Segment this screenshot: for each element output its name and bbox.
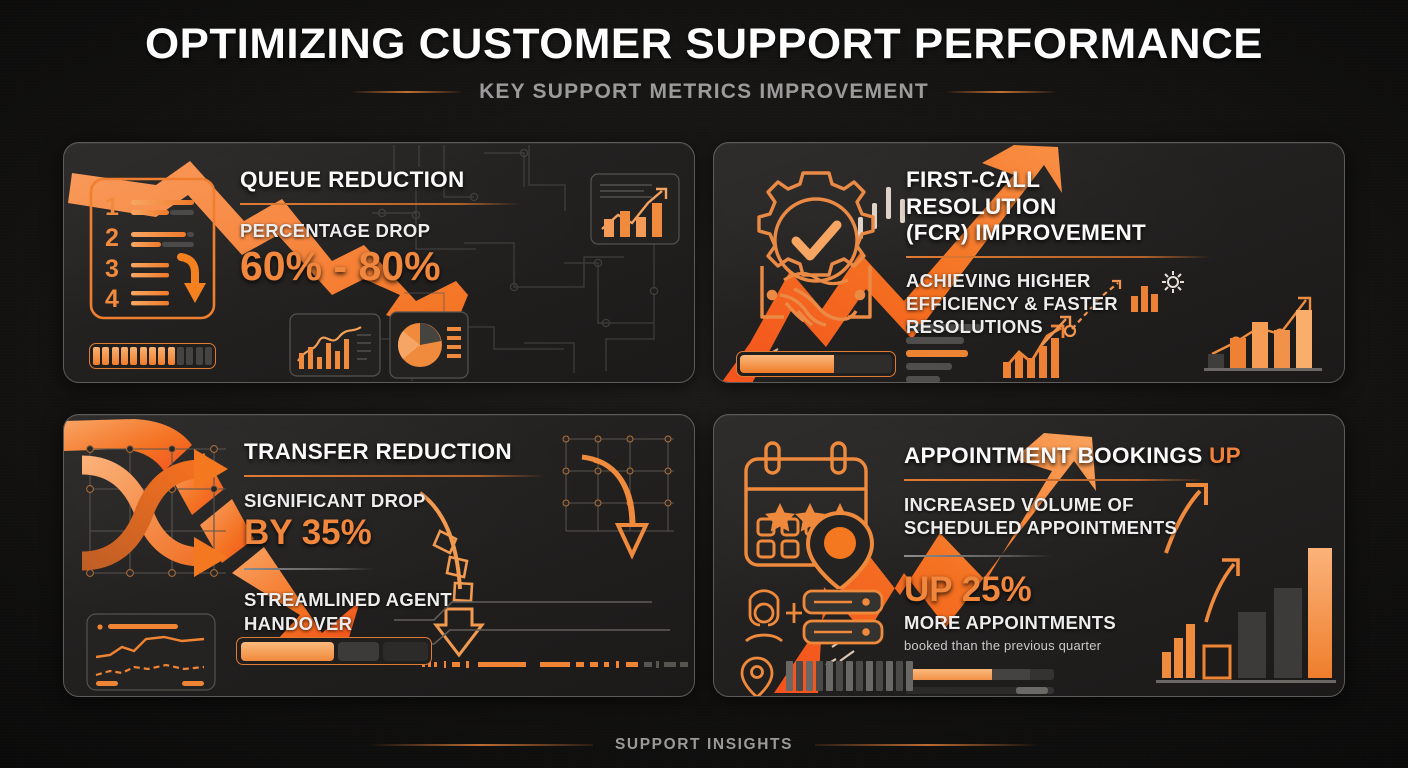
card-title-line1: FIRST-CALL RESOLUTION [906,167,1057,219]
small-rising-arrow-icon [1204,558,1240,623]
footer-rule-left [367,744,593,746]
card-title-line2: (FCR) IMPROVEMENT [906,220,1147,246]
card-body-line2: EFFICIENCY & FASTER [906,292,1118,314]
progress-bar-icon[interactable] [736,351,896,377]
metric-divider [244,568,374,571]
page-header: OPTIMIZING CUSTOMER SUPPORT PERFORMANCE … [0,20,1408,104]
small-rising-arrow-icon [1164,483,1208,554]
line-chart-widget-icon [86,613,216,691]
card-title: APPOINTMENT BOOKINGS [904,443,1203,468]
bar-chart-icon [590,173,680,245]
card-metric: BY 35% [244,512,372,552]
title-divider [244,474,544,477]
card-title-row: APPOINTMENT BOOKINGS UP [904,443,1244,470]
card-first-call-resolution[interactable]: FIRST-CALL RESOLUTION (FCR) IMPROVEMENT … [713,142,1345,383]
footer-rule-right [815,744,1041,746]
svg-text:3: 3 [105,255,119,283]
page-title: OPTIMIZING CUSTOMER SUPPORT PERFORMANCE [144,20,1264,68]
card-metric-note: booked than the previous quarter [904,637,1102,653]
metric-card-grid: 1 2 3 4 [63,142,1345,714]
card-subtitle: SIGNIFICANT DROP [244,489,426,511]
bar-chart-icon [1156,548,1336,683]
calendar-stars-icon [744,441,874,589]
card-subtitle: PERCENTAGE DROP [240,219,431,241]
card-title: TRANSFER REDUCTION [244,439,512,464]
card-metric: UP 25% [904,570,1032,610]
line-chart-icon [289,313,381,377]
card-note-line2: HANDOVER [244,612,353,634]
card-transfer-reduction[interactable]: TRANSFER REDUCTION SIGNIFICANT DROP BY 3… [63,414,695,697]
card-body-line2: SCHEDULED APPOINTMENTS [904,516,1178,538]
bar-chart-icon [1003,324,1065,378]
bar-chart-icon [1204,296,1322,371]
progress-bar-icon[interactable] [236,637,432,665]
card3-text: TRANSFER REDUCTION SIGNIFICANT DROP BY 3… [244,439,544,635]
card4-text: APPOINTMENT BOOKINGS UP INCREASED VOLUME… [904,443,1244,653]
trend-line-icon [1041,279,1122,346]
gear-check-handshake-icon [757,171,875,327]
dashed-down-arrow-icon [418,491,486,658]
card-note-line1: STREAMLINED AGENT [244,589,452,611]
agent-server-icon [745,589,884,645]
title-divider [240,202,520,205]
shuffle-arrows-icon [81,449,228,577]
page-subtitle: KEY SUPPORT METRICS IMPROVEMENT [479,80,929,104]
card-metric: 60% - 80% [240,242,441,289]
card1-text: QUEUE REDUCTION PERCENTAGE DROP 60% - 80… [240,167,520,289]
footer-label: SUPPORT INSIGHTS [614,736,794,753]
bar-ticks-icon [786,661,913,691]
card-title: QUEUE REDUCTION [240,167,465,192]
title-divider [906,255,1211,258]
svg-text:2: 2 [105,224,119,252]
subtitle-row: KEY SUPPORT METRICS IMPROVEMENT [0,80,1408,104]
subtitle-rule-right [946,91,1055,94]
segmented-progress-icon[interactable] [89,343,216,369]
numbered-list-icon: 1 2 3 4 [89,177,216,320]
subtitle-rule-left [353,91,462,94]
location-pin-icon [740,656,774,696]
gear-icon [1131,271,1184,312]
card-body-line1: INCREASED VOLUME OF [904,493,1134,515]
svg-text:4: 4 [105,285,119,313]
card2-text: FIRST-CALL RESOLUTION (FCR) IMPROVEMENT … [906,167,1211,339]
card-title-highlight: UP [1209,443,1241,468]
card-body-line3: RESOLUTIONS [906,316,1043,338]
card-queue-reduction[interactable]: 1 2 3 4 [63,142,695,383]
card-body-line1: ACHIEVING HIGHER [906,269,1091,291]
text-lines-icon [906,324,986,382]
body-divider [904,555,1052,558]
title-divider [904,478,1204,481]
grid-dots-icon [562,435,674,532]
pie-chart-icon [389,311,469,379]
curved-down-arrow-icon [581,454,650,560]
descending-arrow-icon [68,161,468,339]
progress-bar-icon[interactable] [906,669,1054,694]
page-footer: SUPPORT INSIGHTS [0,736,1408,754]
svg-text:1: 1 [105,193,119,221]
card-appointment-bookings[interactable]: APPOINTMENT BOOKINGS UP INCREASED VOLUME… [713,414,1345,697]
card-metric-sub: MORE APPOINTMENTS [904,611,1117,633]
